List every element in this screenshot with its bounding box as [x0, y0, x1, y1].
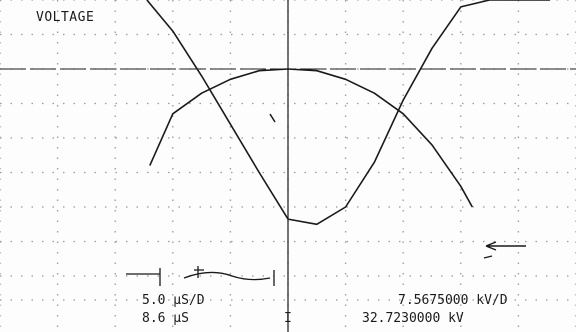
cursor-voltage-readout: 32.7230000 kV — [362, 311, 464, 326]
cursor-marker: I — [284, 311, 292, 326]
decorations — [126, 241, 526, 286]
trigger-arrow-icon — [483, 241, 526, 259]
trace-tick-mark — [269, 113, 276, 123]
trigger-position-icon — [194, 266, 204, 278]
channel-title: VOLTAGE — [36, 10, 95, 25]
traces — [146, 0, 551, 226]
waveform-trace-2 — [149, 68, 473, 208]
volts-per-div-setting: 7.5675000 kV/D — [398, 293, 508, 308]
record-window-bracket — [126, 268, 275, 286]
waveform-trace-1 — [146, 0, 551, 226]
cursor-time-readout: 8.6 µS — [142, 311, 189, 326]
timebase-setting: 5.0 µS/D — [142, 293, 205, 308]
